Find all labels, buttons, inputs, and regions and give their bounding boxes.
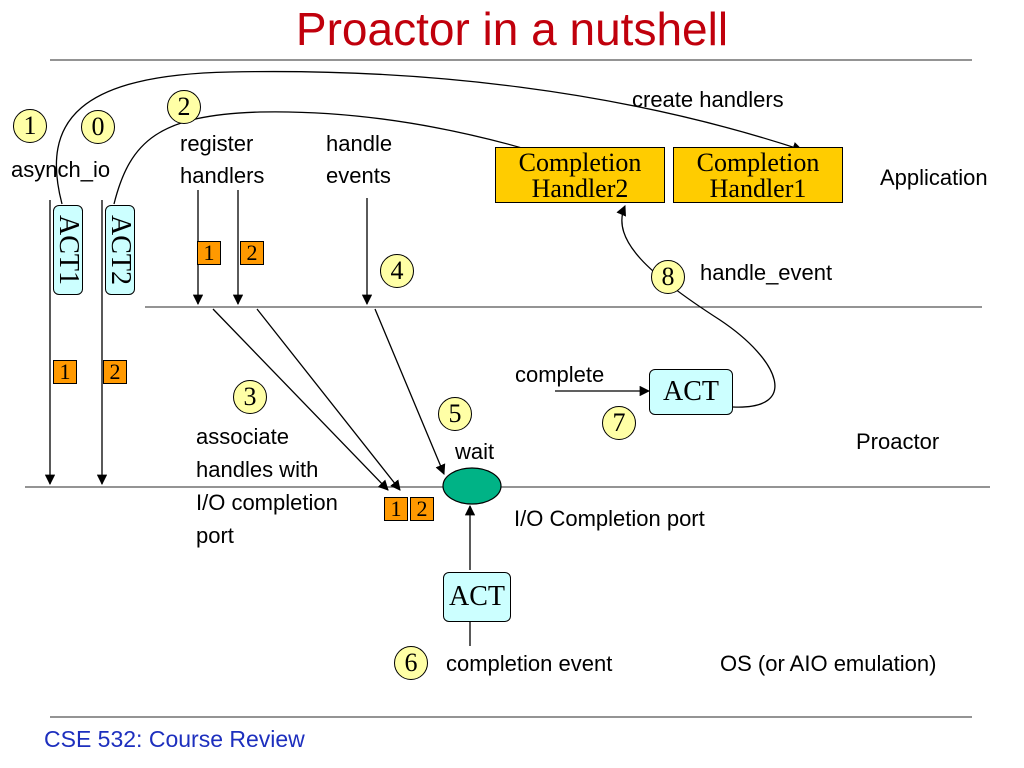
page-title: Proactor in a nutshell [295,3,729,55]
wait-arrow [374,308,446,475]
asynch-io-label: asynch_io [11,157,111,182]
layer-proactor: Proactor [856,429,940,454]
step-0-circle: 0 [81,110,115,144]
register-tag-1: 1 [197,241,221,265]
act2-tag: 2 [103,360,127,384]
port-tag-1: 1 [384,497,408,521]
associate-arrow-2 [256,308,401,491]
step-3-circle: 3 [233,380,267,414]
act1-label: ACT1 [53,215,84,285]
create-handlers-label: create handlers [632,87,784,112]
step-5-circle: 5 [438,397,472,431]
layer-os: OS (or AIO emulation) [720,651,937,676]
completion-handler2-line2: Handler2 [531,174,629,203]
create-handler2-curve [113,111,557,205]
os-act-box: ACT [443,572,511,622]
complete-label: complete [515,362,605,387]
act2-box: ACT2 [105,205,136,295]
handle-event-label: handle_event [700,260,833,285]
proactor-act-box: ACT [649,369,733,415]
completion-handler1-line2: Handler1 [709,174,807,203]
completion-event-label: completion event [446,651,613,676]
act1-box: ACT1 [53,205,84,295]
step-1-circle: 1 [13,109,47,143]
handle-event-curve [616,205,776,408]
associate-arrow-1 [212,308,389,491]
register-handlers-label: register handlers [180,131,265,188]
completion-handler1-box: Completion Handler1 [673,147,843,203]
step-6-circle: 6 [394,646,428,680]
act2-label: ACT2 [105,215,136,285]
handle-events-label: handle events [326,131,393,188]
footer-text: CSE 532: Course Review [44,726,305,752]
create-handlers-curve [55,70,803,205]
layer-application: Application [880,165,988,190]
layer-io-port: I/O Completion port [514,506,705,531]
completion-handler1-line1: Completion [696,148,820,177]
completion-handler2-line1: Completion [518,148,642,177]
port-tag-2: 2 [410,497,434,521]
wait-label: wait [455,439,495,464]
step-7-circle: 7 [602,406,636,440]
step-8-circle: 8 [651,260,685,294]
associate-label: associate handles with I/O completion po… [196,424,338,548]
completion-handler2-box: Completion Handler2 [495,147,665,203]
step-4-circle: 4 [380,254,414,288]
act1-tag: 1 [53,360,77,384]
register-tag-2: 2 [240,241,264,265]
step-2-circle: 2 [167,90,201,124]
completion-port-oval [442,467,502,505]
